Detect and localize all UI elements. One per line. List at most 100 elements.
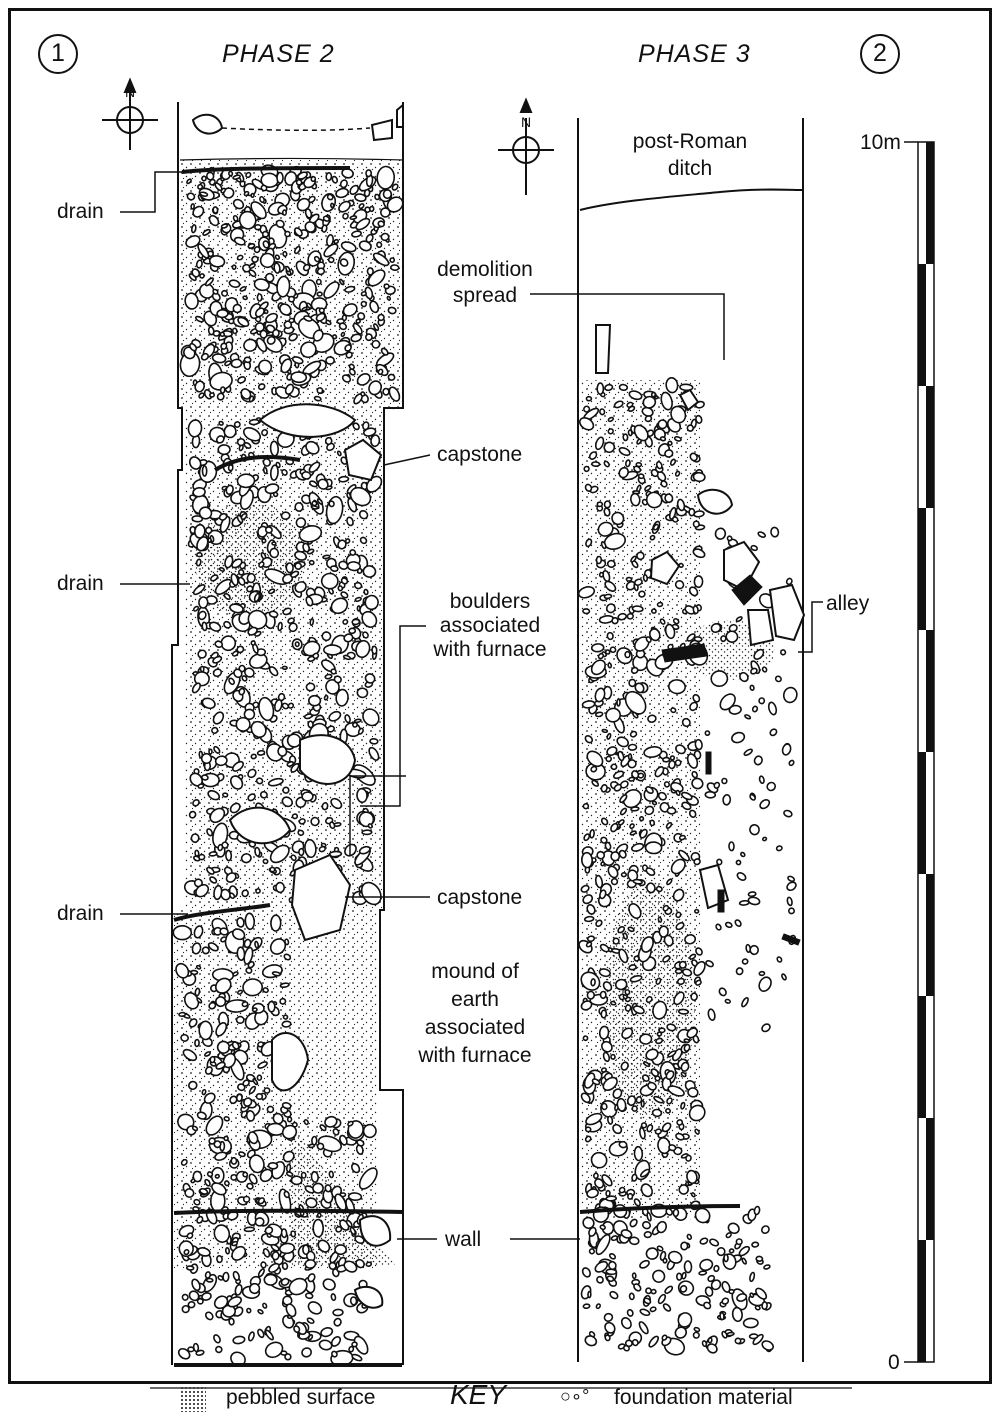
- foundation-stone: [624, 1004, 632, 1012]
- foundation-stone: [262, 466, 268, 475]
- scale-label-bottom: 0: [888, 1351, 900, 1374]
- foundation-stone: [610, 851, 621, 862]
- foundation-stone: [262, 1302, 268, 1309]
- foundation-stone: [346, 561, 361, 572]
- foundation-stone: [693, 858, 701, 866]
- foundation-stone: [758, 775, 765, 785]
- foundation-stone: [218, 566, 225, 572]
- foundation-stone: [603, 460, 610, 468]
- foundation-stone: [724, 921, 733, 929]
- foundation-stone: [216, 1040, 231, 1054]
- foundation-stone: [758, 970, 766, 977]
- foundation-stone: [243, 938, 252, 949]
- foundation-stone: [323, 694, 329, 701]
- foundation-stone: [191, 1125, 199, 1132]
- label-mound-line4: with furnace: [418, 1044, 532, 1067]
- scale-segment: [918, 1240, 926, 1362]
- foundation-stone: [305, 440, 320, 455]
- foundation-stone: [787, 875, 796, 883]
- foundation-stone: [600, 1009, 608, 1019]
- foundation-stone: [359, 536, 368, 545]
- foundation-stone: [356, 687, 369, 699]
- foundation-stone: [235, 716, 251, 732]
- foundation-stone: [220, 342, 228, 350]
- foundation-stone: [353, 581, 363, 590]
- foundation-stone: [204, 526, 213, 535]
- foundation-stone: [224, 1247, 231, 1255]
- foundation-stone: [195, 964, 202, 970]
- foundation-stone: [348, 363, 355, 370]
- foundation-stone: [667, 440, 673, 446]
- foundation-stone: [330, 1335, 342, 1347]
- foundation-stone: [345, 1219, 353, 1228]
- foundation-stone: [715, 923, 722, 931]
- foundation-stone: [231, 327, 238, 335]
- foundation-stone: [269, 938, 287, 955]
- foundation-stone: [728, 1288, 735, 1295]
- foundation-stone: [310, 175, 317, 183]
- foundation-stone: [599, 1224, 606, 1231]
- foundation-stone: [356, 787, 368, 804]
- foundation-stone: [211, 726, 219, 734]
- foundation-stone: [186, 1232, 194, 1240]
- foundation-stone: [236, 917, 245, 928]
- foundation-stone: [281, 702, 290, 710]
- foundation-stone: [665, 821, 673, 829]
- foundation-stone: [655, 885, 663, 893]
- foundation-stone: [638, 590, 646, 598]
- scale-segment: [918, 996, 926, 1118]
- foundation-stone: [609, 1290, 619, 1300]
- foundation-stone: [297, 171, 308, 180]
- foundation-stone: [683, 1260, 693, 1274]
- foundation-stone: [322, 1278, 336, 1291]
- foundation-stone: [744, 714, 752, 720]
- foundation-stone: [301, 306, 308, 312]
- foundation-stone: [598, 1025, 610, 1040]
- foundation-stone: [281, 1101, 292, 1110]
- foundation-stone: [229, 603, 244, 614]
- foundation-stone: [269, 844, 290, 864]
- foundation-stone: [304, 1259, 317, 1269]
- foundation-stone: [238, 687, 246, 696]
- foundation-stone: [178, 1240, 194, 1258]
- foundation-stone: [387, 306, 397, 315]
- foundation-stone: [624, 989, 631, 996]
- foundation-stone: [290, 854, 297, 861]
- foundation-stone: [312, 1218, 325, 1238]
- foundation-stone: [213, 1140, 222, 1149]
- foundation-stone: [246, 1307, 252, 1314]
- foundation-stone: [231, 650, 239, 657]
- foundation-stone: [724, 998, 732, 1004]
- foundation-stone: [605, 1195, 617, 1202]
- foundation-stone: [640, 1122, 648, 1129]
- foundation-stone: [190, 203, 196, 210]
- foundation-stone: [353, 718, 362, 724]
- foundation-stone: [255, 888, 261, 894]
- foundation-stone: [254, 1217, 265, 1227]
- foundation-stone: [253, 246, 261, 254]
- foundation-stone: [787, 907, 795, 915]
- foundation-stone: [728, 1248, 735, 1254]
- foundation-stone: [204, 1311, 214, 1321]
- foundation-stone: [354, 193, 367, 202]
- foundation-stone: [343, 633, 354, 643]
- foundation-stone: [261, 428, 269, 437]
- foundation-stone: [693, 575, 704, 589]
- foundation-stone: [641, 1221, 652, 1230]
- foundation-stone: [250, 720, 267, 738]
- foundation-stone: [757, 531, 766, 538]
- foundation-stone: [603, 441, 616, 454]
- foundation-stone: [606, 631, 614, 641]
- foundation-stone: [316, 1212, 322, 1218]
- foundation-stone: [201, 621, 208, 632]
- foundation-stone: [291, 813, 299, 820]
- foundation-stone: [308, 1143, 316, 1149]
- foundation-stone: [303, 315, 313, 322]
- foundation-stone: [177, 1347, 191, 1360]
- foundation-stone: [257, 383, 266, 391]
- foundation-stone: [339, 258, 349, 267]
- foundation-stone: [371, 645, 378, 655]
- foundation-stone: [308, 461, 321, 473]
- label-mound-line3: associated: [424, 1016, 526, 1039]
- foundation-stone: [360, 290, 367, 297]
